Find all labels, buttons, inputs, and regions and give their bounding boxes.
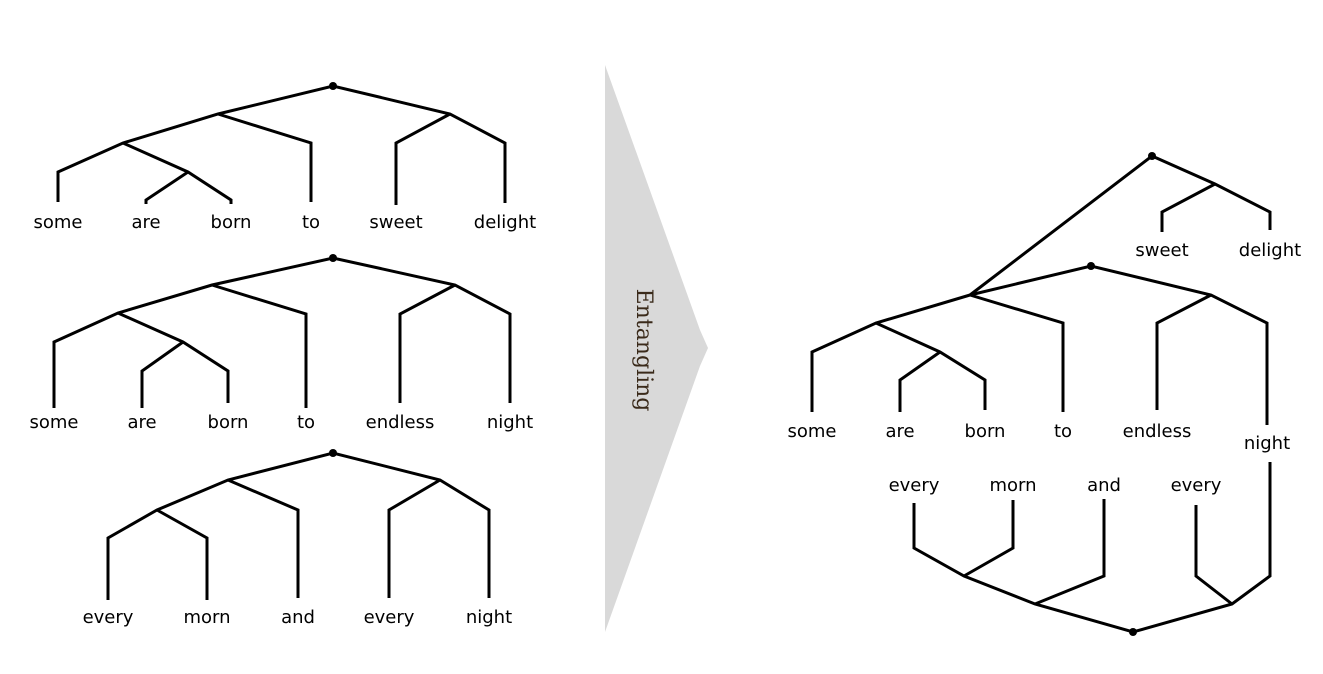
- word: every: [83, 607, 134, 628]
- word: to: [297, 412, 315, 433]
- word: morn: [183, 607, 230, 628]
- word: some: [788, 421, 837, 442]
- word: night: [487, 412, 533, 433]
- word: to: [302, 212, 320, 233]
- word: sweet: [1135, 240, 1188, 261]
- root-node: [1087, 262, 1095, 270]
- word: every: [364, 607, 415, 628]
- root-node: [329, 82, 337, 90]
- root-node: [329, 449, 337, 457]
- word: delight: [1239, 240, 1301, 261]
- word: and: [281, 607, 315, 628]
- word: endless: [366, 412, 435, 433]
- word: some: [34, 212, 83, 233]
- root-node: [329, 254, 337, 262]
- word: born: [208, 412, 249, 433]
- word: night: [1244, 433, 1290, 454]
- word: are: [885, 421, 914, 442]
- word: morn: [989, 475, 1036, 496]
- tree-1: some are born to sweet delight: [34, 82, 536, 233]
- word: every: [1171, 475, 1222, 496]
- entangled-tree: sweet delight some are born to endless n…: [788, 152, 1301, 636]
- word: are: [127, 412, 156, 433]
- word: every: [889, 475, 940, 496]
- word: to: [1054, 421, 1072, 442]
- entangling-arrow: Entangling: [605, 65, 708, 632]
- tree-2: some are born to endless night: [30, 254, 533, 433]
- word: endless: [1123, 421, 1192, 442]
- word: born: [211, 212, 252, 233]
- word: and: [1087, 475, 1121, 496]
- word: sweet: [369, 212, 422, 233]
- word: night: [466, 607, 512, 628]
- tree-3: every morn and every night: [83, 449, 512, 628]
- root-node: [1129, 628, 1137, 636]
- word: some: [30, 412, 79, 433]
- word: born: [965, 421, 1006, 442]
- root-node: [1148, 152, 1156, 160]
- word: are: [131, 212, 160, 233]
- arrow-label: Entangling: [631, 289, 656, 412]
- word: delight: [474, 212, 536, 233]
